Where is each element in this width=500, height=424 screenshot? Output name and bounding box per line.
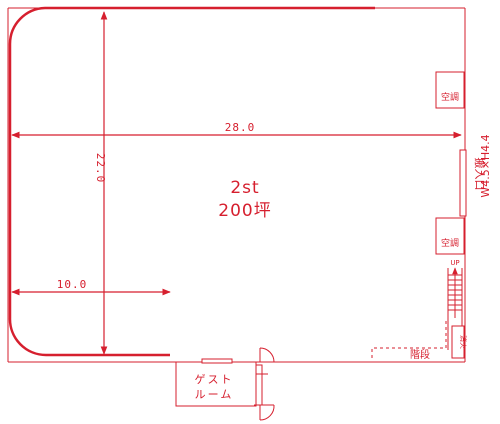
partial-dimension: 10.0 bbox=[11, 278, 171, 296]
guest-room-label-line1: ゲスト bbox=[195, 373, 234, 386]
ac-unit-bottom: 空調 bbox=[435, 217, 465, 255]
stair-landing bbox=[371, 318, 447, 358]
ac-unit-top-label: 空調 bbox=[441, 91, 459, 103]
floor-area-label: 200坪 bbox=[218, 201, 271, 221]
width-dimension-label: 28.0 bbox=[225, 121, 256, 134]
staircase bbox=[447, 267, 463, 350]
stairs-label: 階段 bbox=[410, 348, 430, 361]
loading-entrance-label: 搬入口 bbox=[473, 158, 487, 191]
depth-dimension-label: 22.0 bbox=[94, 153, 107, 184]
door-swing-upper bbox=[254, 347, 275, 363]
stair-up-label: UP bbox=[450, 259, 459, 267]
width-dimension: 28.0 bbox=[11, 121, 462, 139]
curved-partition-wall bbox=[8, 6, 375, 357]
guest-room-label-line2: ルーム bbox=[195, 388, 234, 401]
ac-unit-top: 空調 bbox=[435, 71, 465, 109]
fire-hydrant-label: 消火 bbox=[459, 335, 468, 349]
partial-dimension-label: 10.0 bbox=[57, 278, 88, 291]
loading-entrance-size: W4.5×H4.4 bbox=[479, 134, 492, 197]
ac-unit-bottom-label: 空調 bbox=[441, 237, 459, 249]
depth-dimension: 22.0 bbox=[94, 11, 108, 355]
floor-level-label: 2st bbox=[230, 178, 259, 198]
loading-entrance: 搬入口 W4.5×H4.4 bbox=[459, 134, 492, 217]
fire-hydrant-box: 消火 bbox=[451, 325, 468, 359]
door-swing-lower bbox=[254, 404, 275, 421]
